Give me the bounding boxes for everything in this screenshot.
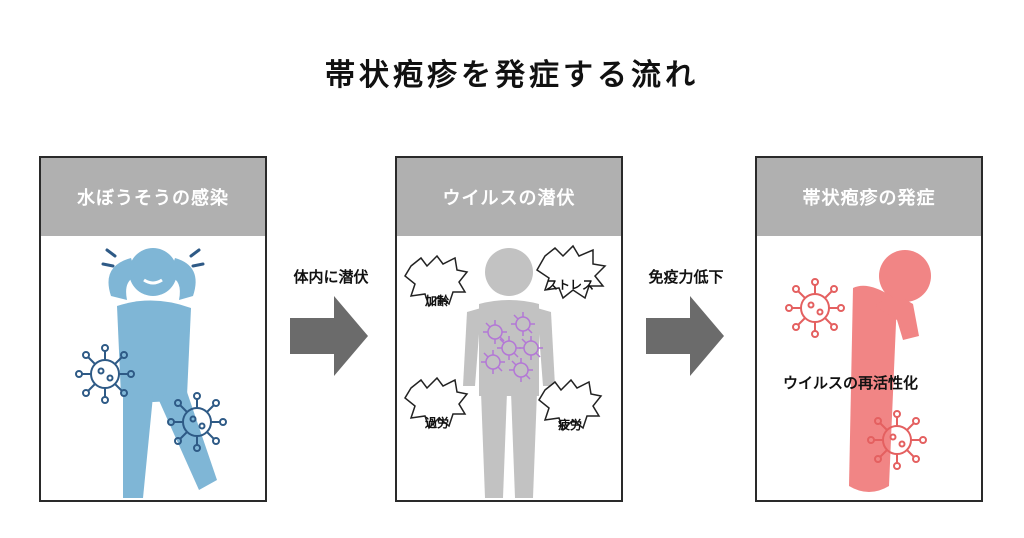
panel-header-latency: ウイルスの潜伏: [397, 158, 621, 236]
bubble-fatigue: 疲労: [557, 418, 582, 432]
right-arrow-icon: [290, 296, 368, 376]
arrow-label-latency: 体内に潜伏: [293, 268, 369, 286]
reactivation-caption: ウイルスの再活性化: [783, 374, 919, 392]
virus-cluster-icon: [481, 312, 543, 382]
burst-shapes: [404, 244, 607, 432]
panel-onset: 帯状疱疹の発症: [755, 156, 983, 502]
virus-icon: [167, 392, 227, 452]
bubble-stress: ストレス: [545, 278, 594, 292]
page-title: 帯状疱疹を発症する流れ: [325, 58, 699, 93]
bubble-aging: 加齢: [424, 294, 449, 308]
bubble-overwork: 過労: [424, 416, 449, 430]
panel-header-onset: 帯状疱疹の発症: [757, 158, 981, 236]
panel-latency: ウイルスの潜伏 加齢 ストレス 過労 疲労: [395, 156, 623, 502]
blue-figure-illustration: [75, 248, 227, 498]
panel-infection: 水ぼうそうの感染: [39, 156, 267, 502]
right-arrow-icon: [646, 296, 724, 376]
panel-header-infection: 水ぼうそうの感染: [41, 158, 265, 236]
virus-icon: [785, 278, 845, 338]
virus-icon: [75, 344, 135, 404]
virus-icon: [867, 410, 927, 470]
red-figure-illustration: [785, 250, 931, 492]
arrow-label-immunity: 免疫力低下: [648, 268, 724, 286]
gray-figure-illustration: [404, 244, 607, 498]
